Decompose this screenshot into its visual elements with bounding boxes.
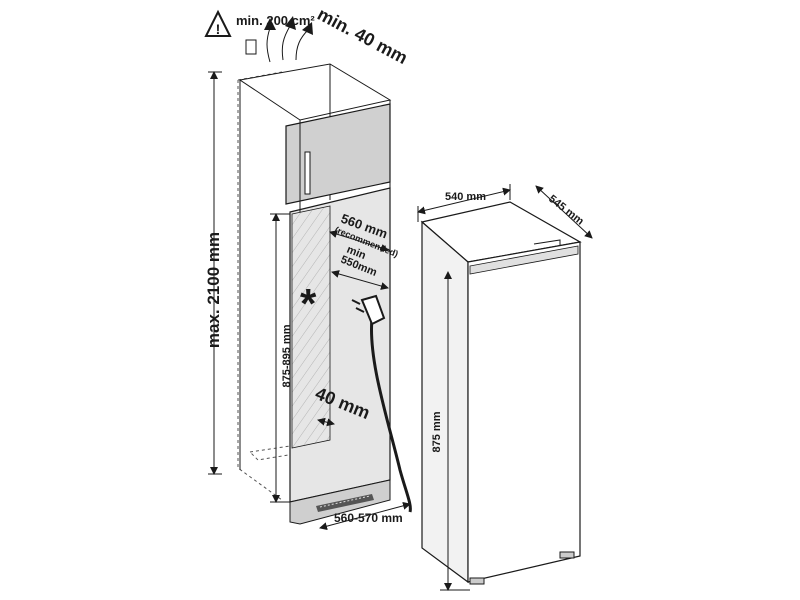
appliance-foot-right	[559, 551, 575, 559]
niche-height-label: 875-895 mm	[281, 324, 293, 387]
bottom-width-label: 560-570 mm	[334, 511, 403, 525]
max-height-label: max. 2100 mm	[204, 232, 223, 348]
appliance-height-dimension: 875 mm	[431, 271, 470, 591]
appliance-side	[421, 220, 469, 584]
cabinet-left-side-dashed	[237, 71, 283, 501]
door-handle	[304, 151, 311, 195]
appliance-front	[467, 241, 581, 583]
plug-icon	[360, 294, 386, 326]
airflow-arrows-icon	[266, 25, 309, 63]
bottom-width-dimension: 560-570 mm	[319, 501, 411, 531]
top-gap-label: min. 40 mm	[314, 4, 411, 68]
appliance-foot	[469, 577, 485, 585]
warning-icon	[204, 9, 232, 37]
niche-height-dimension: 875-895 mm	[270, 213, 293, 503]
max-height-dimension: max. 2100 mm	[204, 71, 223, 475]
warning-icon-mark: !	[216, 21, 221, 37]
appliance-width-dimension: 540 mm	[417, 184, 511, 222]
cabinet-upper-door	[285, 103, 391, 205]
ventilation-label: min. 200 cm²	[236, 13, 315, 28]
ventilation-warning: ! min. 200 cm²	[204, 9, 315, 63]
appliance-height-label: 875 mm	[431, 411, 443, 452]
appliance-depth-label: 545 mm	[546, 193, 586, 228]
niche-back-panel-hatched	[291, 205, 331, 449]
refrigerator-appliance	[420, 201, 582, 585]
power-cable	[351, 294, 412, 513]
wall-socket-icon	[245, 39, 257, 55]
kitchen-cabinet	[237, 63, 392, 525]
star-marker: *	[300, 280, 317, 327]
appliance-width-label: 540 mm	[445, 191, 486, 203]
